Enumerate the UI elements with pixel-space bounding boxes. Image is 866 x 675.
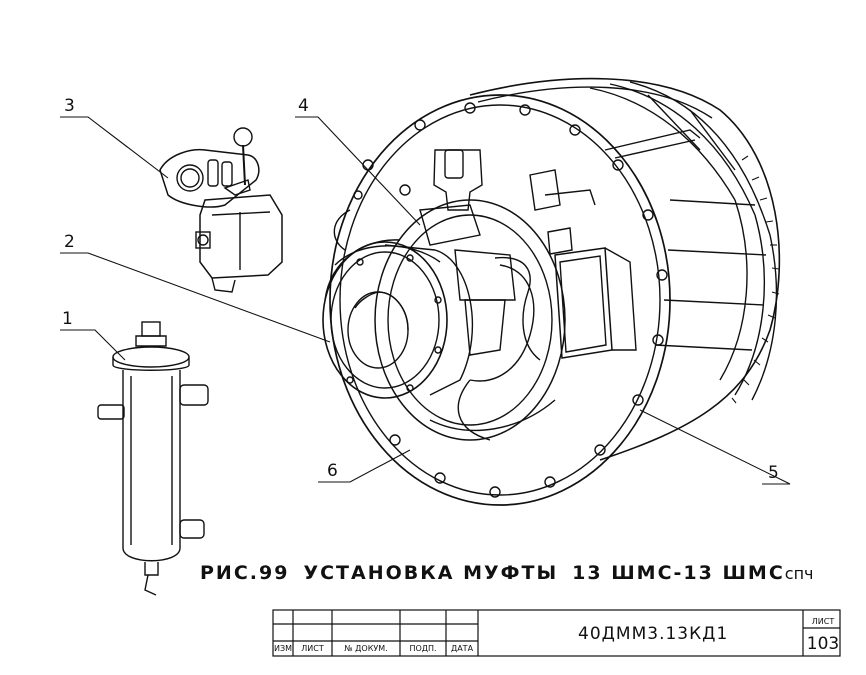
callout-2: 2: [64, 232, 75, 252]
figure-title: УСТАНОВКА МУФТЫ: [303, 562, 559, 584]
callout-3: 3: [64, 96, 75, 116]
coupling-assembly: [322, 77, 781, 506]
document-code: 40ДММ3.13КД1: [578, 624, 729, 644]
callout-6: 6: [327, 461, 338, 481]
figure-designation-suffix: спч: [784, 564, 814, 583]
callout-leaders: [60, 116, 791, 485]
callout-4: 4: [298, 96, 309, 116]
title-block-col-change: ИЗМ: [273, 644, 292, 653]
sheet-number: 103: [806, 634, 840, 654]
valve-block: [159, 127, 283, 293]
title-block-grid: [272, 609, 841, 657]
figure-designation: 13 ШМС-13 ШМС: [572, 562, 785, 584]
title-block-col-date: ДАТА: [450, 644, 474, 653]
callout-1: 1: [62, 309, 73, 329]
filter-unit: [97, 321, 209, 596]
figure-number: РИС.99: [200, 562, 290, 584]
title-block-col-signature: ПОДП.: [409, 644, 437, 653]
callout-5: 5: [768, 463, 779, 483]
title-block-col-sheet: ЛИСТ: [301, 644, 324, 653]
sheet-label: ЛИСТ: [811, 617, 835, 626]
figure-caption: РИС.99 УСТАНОВКА МУФТЫ 13 ШМС-13 ШМСспч: [200, 562, 814, 584]
title-block-col-doc-number: № ДОКУМ.: [344, 644, 388, 653]
